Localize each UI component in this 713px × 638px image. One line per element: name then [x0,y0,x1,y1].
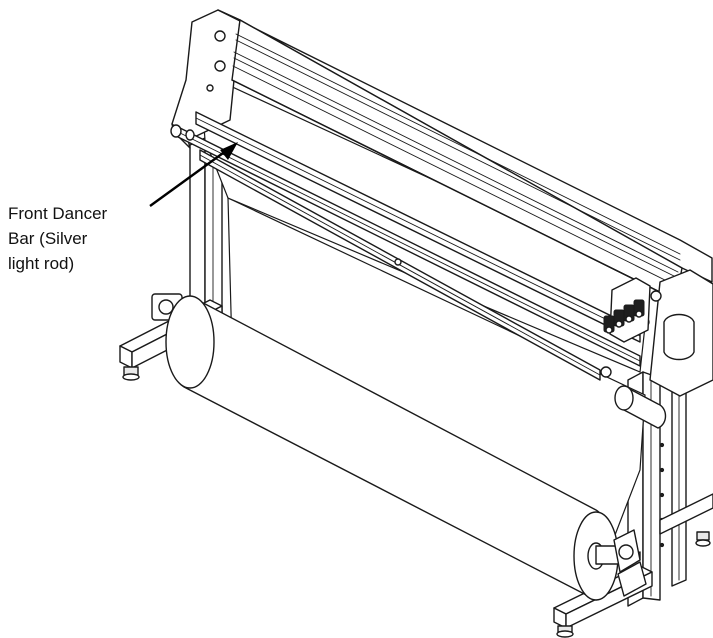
callout-line-1: Front Dancer [8,204,108,223]
media-roll [165,295,647,601]
front-dancer-bar [170,124,641,381]
callout-line-2: Bar (Silver [8,229,88,248]
arrow-pointer-icon [220,142,238,160]
cutting-carriage [603,277,651,343]
callout-line-3: light rod) [8,254,75,273]
right-roll-holder [600,366,667,429]
plotter-beam [171,9,713,397]
callout-label: Front Dancer Bar (Silver light rod) [8,201,168,276]
callout-arrow [149,142,238,207]
